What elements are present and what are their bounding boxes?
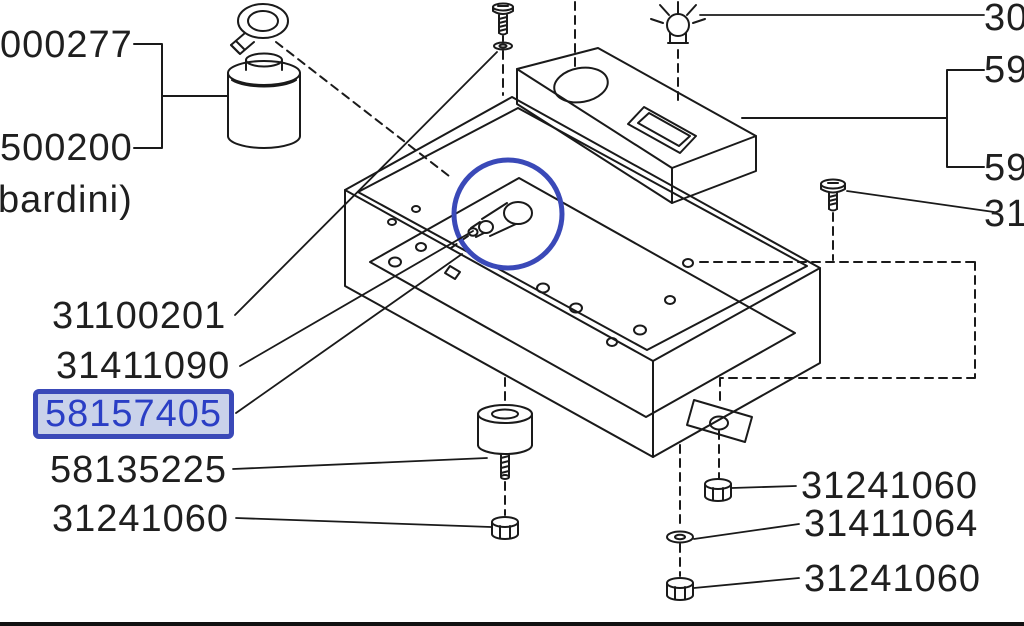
floor-hole xyxy=(606,337,618,347)
floor-hole xyxy=(415,242,427,252)
page-border-bottom xyxy=(0,622,1024,626)
part-note-bardini: bardini) xyxy=(0,179,133,221)
leader-31241060-left xyxy=(235,517,492,528)
part-number-000277[interactable]: 000277 xyxy=(0,24,133,66)
part-number-58157405-selected[interactable]: 58157405 xyxy=(33,389,235,439)
top-screw-part xyxy=(492,2,514,36)
label-bracket-right xyxy=(741,69,985,168)
right-screw-routing-dashed xyxy=(699,212,976,404)
part-number-59-clipped-1[interactable]: 59 xyxy=(984,49,1024,91)
part-number-31241060-left[interactable]: 31241060 xyxy=(52,498,230,540)
leader-31100201 xyxy=(234,51,498,316)
floor-hole xyxy=(388,256,402,268)
part-number-31411064[interactable]: 31411064 xyxy=(804,503,979,545)
part-number-59-clipped-2[interactable]: 59 xyxy=(984,147,1024,189)
pin-part xyxy=(467,201,533,238)
eyebolt-axis-dashed xyxy=(275,41,450,177)
rubber-foot-part xyxy=(477,404,533,480)
wall-hole xyxy=(387,218,397,226)
hex-nut-part-2 xyxy=(666,577,694,601)
eyebolt-ring-part xyxy=(230,3,289,55)
floor-hole xyxy=(664,295,676,305)
label-bracket-left xyxy=(133,43,228,149)
leader-31411090 xyxy=(239,230,474,367)
part-number-31100201[interactable]: 31100201 xyxy=(52,295,227,337)
part-number-500200[interactable]: 500200 xyxy=(0,127,133,169)
leader-lines xyxy=(232,14,995,589)
washer-part xyxy=(666,530,694,544)
leader-31241060-right-1 xyxy=(731,485,797,489)
leader-58157405 xyxy=(235,253,463,414)
leader-31 xyxy=(846,190,995,213)
part-number-31241060-right-1[interactable]: 31241060 xyxy=(801,465,979,507)
part-number-31241060-right-2[interactable]: 31241060 xyxy=(804,558,982,600)
leader-31241060-right-2 xyxy=(693,577,800,589)
indicator-lamp-part xyxy=(650,1,706,44)
control-panel-part xyxy=(516,47,757,204)
part-number-31411090[interactable]: 31411090 xyxy=(56,345,231,387)
floor-hole xyxy=(682,258,694,268)
leader-58135225 xyxy=(232,457,488,470)
hex-nut-part-3 xyxy=(491,516,519,540)
chassis-box xyxy=(344,96,821,458)
panel-rect-hole xyxy=(627,106,697,154)
top-washer-part xyxy=(493,41,513,51)
pin-axis-dashed xyxy=(450,235,469,249)
right-screw-part xyxy=(820,178,846,212)
hex-nut-part-1 xyxy=(704,478,732,502)
part-number-58135225[interactable]: 58135225 xyxy=(50,449,228,491)
part-number-30-clipped[interactable]: 30 xyxy=(984,0,1024,39)
floor-slot xyxy=(444,265,461,280)
highlight-circle xyxy=(451,157,565,271)
mounting-bracket-part xyxy=(686,399,753,443)
floor-hole xyxy=(633,324,647,336)
rubber-mount-part xyxy=(227,52,301,149)
part-number-31-clipped[interactable]: 31 xyxy=(984,193,1024,235)
leader-31411064 xyxy=(693,523,800,540)
floor-hole xyxy=(569,302,583,314)
panel-round-hole xyxy=(553,66,609,104)
wall-hole xyxy=(411,205,421,213)
floor-hole xyxy=(536,282,550,294)
